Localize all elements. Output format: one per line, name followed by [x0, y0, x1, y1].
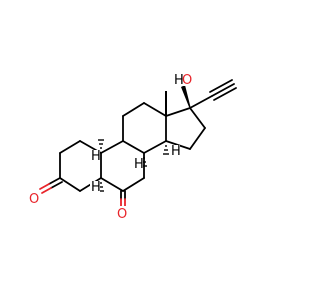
bond	[59, 140, 81, 154]
methyl-wedge	[165, 91, 167, 117]
bond	[122, 140, 145, 154]
ring-c	[122, 102, 167, 154]
ethynyl-group	[189, 79, 237, 109]
bond	[143, 102, 167, 117]
stereo-h-label-c10: H	[91, 149, 101, 164]
bond	[100, 140, 124, 154]
bond	[122, 102, 145, 117]
ketone-o-label-ring-a: O	[29, 192, 39, 207]
bond	[100, 177, 124, 192]
bond	[59, 177, 81, 192]
label-background	[90, 150, 100, 163]
label-background	[28, 190, 40, 205]
label-background	[170, 145, 180, 158]
bond	[211, 83, 235, 97]
label-background	[90, 181, 100, 194]
bond	[122, 177, 145, 192]
bond	[48, 177, 61, 185]
bond	[209, 79, 233, 93]
bond	[165, 107, 191, 117]
bond	[39, 183, 50, 190]
bond	[189, 95, 213, 109]
structure-diagram: H O H H H H O O	[28, 71, 237, 222]
hydroxyl-o-label: O	[182, 73, 192, 88]
ketone-ring-b	[120, 190, 126, 207]
stereo-h-label-c14: H	[171, 144, 181, 159]
hydroxyl-h-label: H	[174, 73, 184, 88]
ring-d	[165, 107, 206, 150]
bond	[41, 187, 52, 194]
stereo-h-label-c8: H	[134, 157, 144, 172]
stereo-h-c10	[98, 139, 104, 149]
label-background	[174, 71, 196, 86]
bond	[143, 140, 167, 154]
bond	[50, 181, 63, 189]
bond	[213, 87, 237, 101]
bond	[189, 127, 206, 150]
hydroxyl-wedge	[181, 85, 191, 109]
bond	[189, 107, 206, 129]
stereo-h-label-c5: H	[91, 180, 101, 195]
label-background	[116, 206, 128, 221]
label-background	[133, 158, 143, 171]
ketone-ring-a	[39, 177, 63, 194]
stereo-h-c14	[163, 145, 169, 155]
ketone-o-label-ring-b: O	[117, 207, 127, 222]
